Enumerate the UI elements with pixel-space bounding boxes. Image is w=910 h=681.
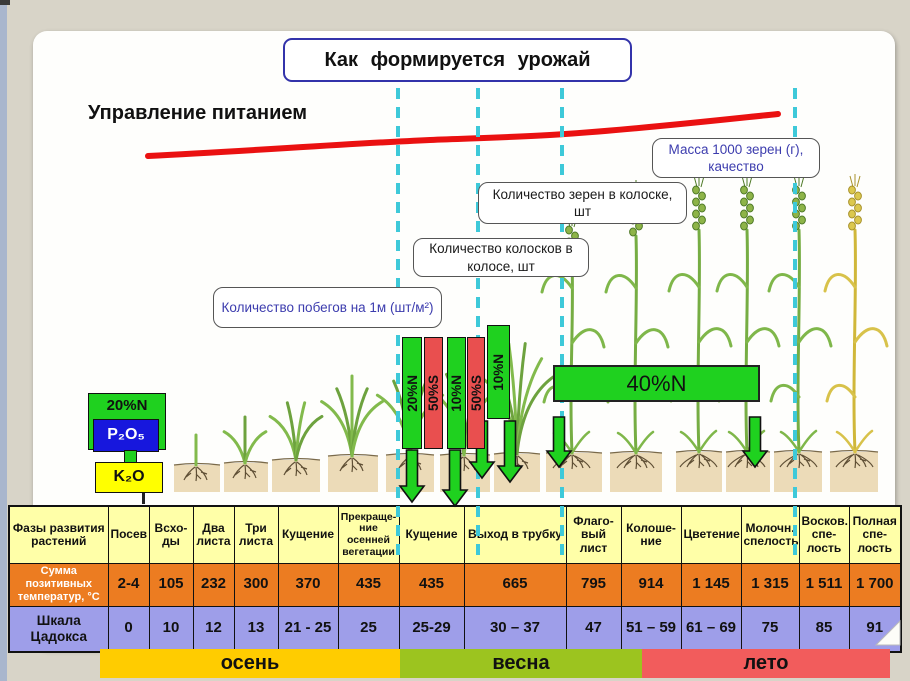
temp-value-cell: 665	[463, 563, 567, 607]
temp-value-cell: 435	[398, 563, 465, 607]
zadoks-value-cell: 25-29	[398, 605, 465, 653]
phase-header-cell: Цветение	[680, 505, 742, 564]
temp-value-cell: 914	[620, 563, 682, 607]
zadoks-value-cell: 51 – 59	[620, 605, 682, 653]
zadoks-value-cell: 91	[848, 605, 902, 653]
row-label-zadoks-scale: Шкала Цадокса	[8, 605, 109, 653]
zadoks-value-cell: 30 – 37	[463, 605, 567, 653]
zadoks-value-cell: 13	[233, 605, 279, 653]
temp-value-cell: 105	[148, 563, 194, 607]
temp-value-cell: 300	[233, 563, 279, 607]
zadoks-value-cell: 10	[148, 605, 194, 653]
phase-header-cell: Прекраще-ние осенней вегетации	[337, 505, 400, 564]
zadoks-value-cell: 21 - 25	[277, 605, 339, 653]
temp-value-cell: 435	[337, 563, 400, 607]
zadoks-value-cell: 47	[565, 605, 622, 653]
corner-notch	[0, 0, 10, 5]
callout-grains-per-spikelet: Количество зерен в колоске, шт	[478, 182, 687, 224]
zadoks-value-cell: 61 – 69	[680, 605, 742, 653]
temp-value-cell: 1 700	[848, 563, 902, 607]
temp-value-cell: 1 511	[798, 563, 850, 607]
temp-value-cell: 1 315	[740, 563, 800, 607]
phase-header-cell: Флаго-вый лист	[565, 505, 622, 564]
zadoks-value-cell: 85	[798, 605, 850, 653]
callout-shoots-per-meter: Количество побегов на 1м (шт/м²)	[213, 287, 442, 328]
timeline-summer: лето	[642, 649, 890, 678]
phase-header-cell: Кущение	[398, 505, 465, 564]
phase-header-cell: Всхо-ды	[148, 505, 194, 564]
zadoks-value-cell: 25	[337, 605, 400, 653]
zadoks-value-cell: 75	[740, 605, 800, 653]
callout-mass-1000-grains: Масса 1000 зерен (г), качество	[652, 138, 820, 178]
zadoks-value-cell: 12	[192, 605, 235, 653]
phase-header-cell: Посев	[107, 505, 150, 564]
slide-edge	[0, 0, 7, 681]
temp-value-cell: 232	[192, 563, 235, 607]
temp-value-cell: 1 145	[680, 563, 742, 607]
phase-header-cell: Два листа	[192, 505, 235, 564]
timeline-spring: весна	[400, 649, 642, 678]
phase-header-cell: Три листа	[233, 505, 279, 564]
callout-spikelets-per-ear: Количество колосков в колосе, шт	[413, 238, 589, 277]
phase-header-cell: Выход в трубку	[463, 505, 567, 564]
timeline-autumn: осень	[100, 649, 400, 678]
temp-value-cell: 2-4	[107, 563, 150, 607]
page-title: Как формируется урожай	[324, 48, 591, 71]
header-phases-label: Фазы развития растений	[8, 505, 109, 564]
title-box: Как формируется урожай	[283, 38, 632, 82]
phase-header-cell: Молочн. спелость	[740, 505, 800, 564]
zadoks-value-cell: 0	[107, 605, 150, 653]
phase-header-cell: Кущение	[277, 505, 339, 564]
row-label-temp-sum: Сумма позитивных температур, °С	[8, 563, 109, 607]
phase-header-cell: Колоше-ние	[620, 505, 682, 564]
temp-value-cell: 795	[565, 563, 622, 607]
heading-nutrition: Управление питанием	[88, 102, 308, 124]
temp-value-cell: 370	[277, 563, 339, 607]
phase-header-cell: Полная спе-лость	[848, 505, 902, 564]
phase-header-cell: Восков. спе-лость	[798, 505, 850, 564]
